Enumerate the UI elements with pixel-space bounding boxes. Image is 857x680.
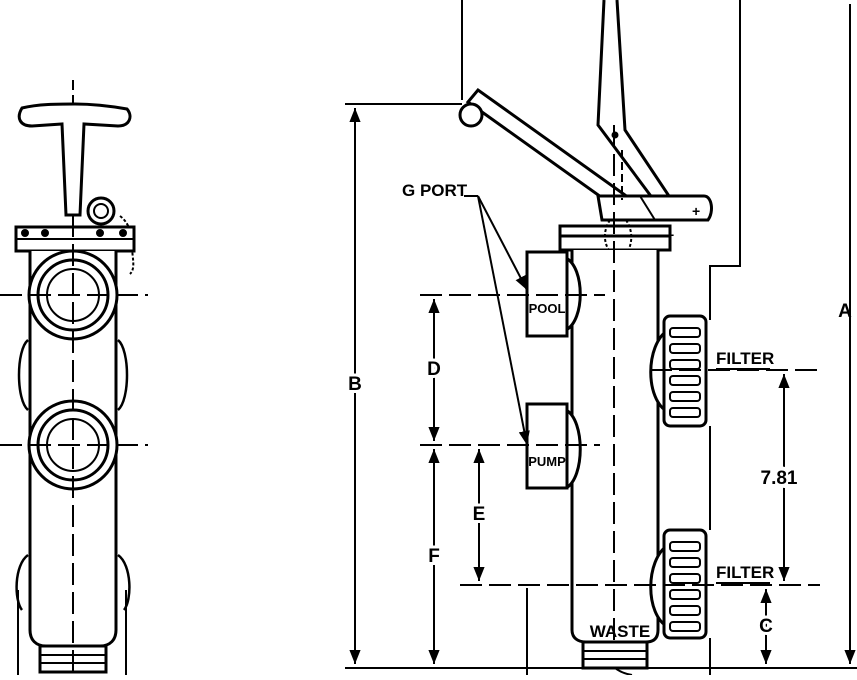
g-port-label: G PORT (402, 181, 468, 200)
filter-bottom-label: FILTER (716, 563, 774, 582)
dimension-781-label: 7.81 (761, 468, 798, 489)
dimension-b-label: B (348, 374, 362, 395)
handle-knob (458, 102, 484, 128)
dimension-d-label: D (427, 359, 441, 380)
dimension-f-label: F (428, 546, 440, 567)
plug-cap (86, 196, 116, 226)
dimension-lines (345, 4, 857, 675)
filter-top-label: FILTER (716, 349, 774, 368)
dimension-a-label: A (838, 301, 852, 322)
svg-text:+: + (666, 227, 674, 243)
pump-label: PUMP (528, 454, 566, 469)
pool-label: POOL (529, 301, 566, 316)
dimension-e-label: E (473, 504, 486, 525)
svg-text:+: + (692, 203, 700, 219)
waste-label: WASTE (590, 622, 650, 641)
dimension-c-label: C (759, 616, 773, 637)
front-view (0, 80, 148, 675)
t-handle (17, 102, 132, 217)
side-view: + + (458, 0, 741, 676)
